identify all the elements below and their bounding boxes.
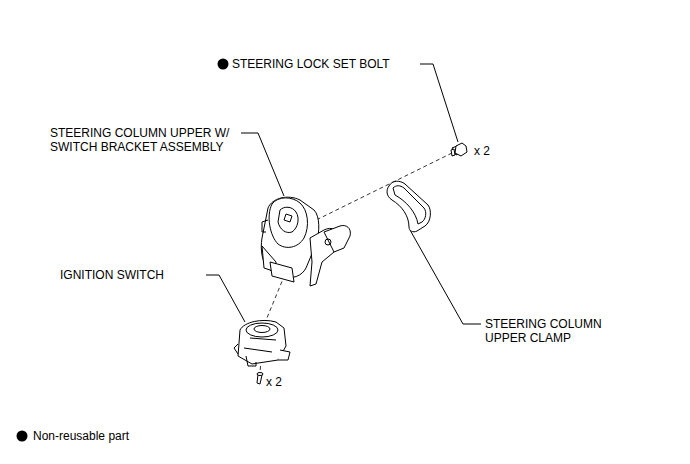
legend-text: Non-reusable part (33, 429, 129, 443)
legend-mark (17, 431, 28, 442)
part-name: STEERING COLUMN UPPER CLAMP (485, 317, 620, 345)
screw-drawing (257, 373, 263, 385)
bolt-drawing (451, 143, 467, 156)
leader-lines (206, 64, 481, 324)
quantity: x 2 (266, 375, 282, 389)
column-drawing (261, 197, 350, 286)
part-name: IGNITION SWITCH (60, 268, 164, 282)
part-name: STEERING LOCK SET BOLT (232, 57, 390, 71)
part-name: STEERING COLUMN UPPER W/ SWITCH BRACKET … (50, 126, 230, 154)
non-reusable-mark (218, 59, 229, 70)
ignition-switch-drawing (234, 320, 290, 366)
assembly-lines (260, 153, 452, 372)
quantity: x 2 (474, 144, 490, 158)
clamp-drawing (387, 181, 430, 232)
